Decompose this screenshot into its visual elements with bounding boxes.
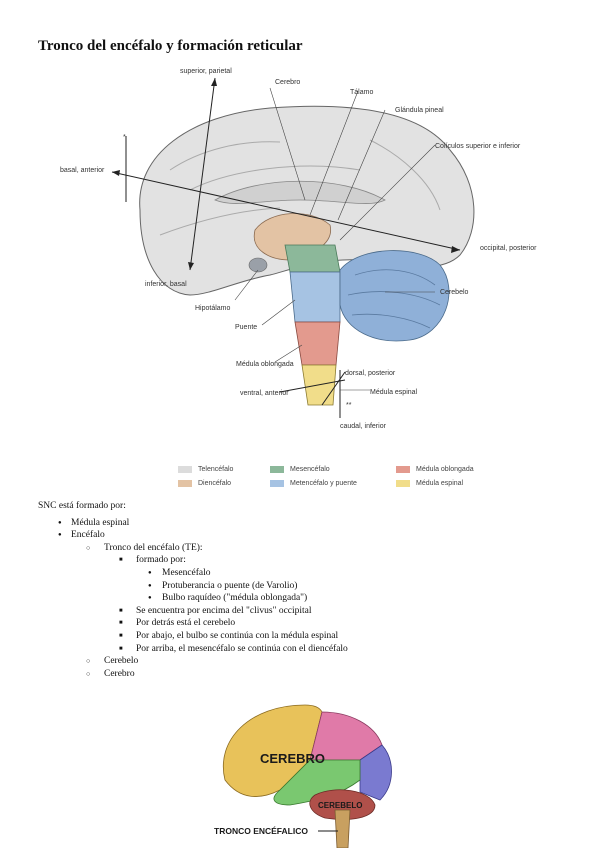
- medulla-oblongata-shape: [294, 321, 341, 366]
- legend-label: Médula oblongada: [416, 466, 474, 473]
- brainstem-shape: [334, 809, 351, 848]
- brain-lateral-diagram: CEREBRO CEREBELO TRONCO ENCÉFALICO: [214, 704, 392, 848]
- label-inferior-basal: inferior, basal: [145, 281, 187, 288]
- legend-label: Médula espinal: [416, 480, 464, 487]
- label-puente: Puente: [235, 324, 257, 331]
- label-basal-anterior: basal, anterior: [60, 167, 105, 174]
- list-item: Protuberancia o puente (de Varolio): [136, 580, 348, 593]
- legend-item-medula-oblongada: Médula oblongada: [396, 466, 474, 473]
- label-occipital-posterior: occipital, posterior: [480, 245, 537, 252]
- mesencephalon-shape: [284, 244, 341, 273]
- legend-item-mesencefalo: Mesencéfalo: [270, 466, 330, 473]
- occipital-lobe-shape: [359, 744, 392, 801]
- label-caudal-inferior: caudal, inferior: [340, 423, 387, 430]
- list-item: Por detrás está el cerebelo: [104, 617, 348, 630]
- label-cerebro: Cerebro: [275, 79, 300, 86]
- frontal-lobe-shape: [223, 704, 323, 797]
- list-item-text: Tronco del encéfalo (TE):: [104, 542, 203, 553]
- list-level-2: Tronco del encéfalo (TE): formado por: M…: [71, 542, 348, 681]
- legend-item-medula-espinal: Médula espinal: [396, 480, 463, 487]
- list-item: Bulbo raquídeo ("médula oblongada"): [136, 592, 348, 605]
- legend-item-telencefalo: Telencéfalo: [178, 466, 233, 473]
- legend-label: Mesencéfalo: [290, 466, 330, 473]
- list-item: formado por: Mesencéfalo Protuberancia o…: [104, 554, 348, 604]
- label-cerebelo: Cerebelo: [440, 289, 469, 296]
- legend-swatch: [178, 480, 192, 487]
- page-title: Tronco del encéfalo y formación reticula…: [38, 38, 303, 54]
- notes-section: SNC está formado por: Médula espinal Enc…: [38, 500, 348, 680]
- cerebrum-shape: [139, 105, 475, 296]
- legend-label: Telencéfalo: [198, 466, 234, 473]
- hypothalamus-shape: [248, 257, 268, 273]
- list-item: Tronco del encéfalo (TE): formado por: M…: [71, 542, 348, 655]
- list-item: Cerebro: [71, 668, 348, 681]
- label-ventral-anterior: ventral, anterior: [240, 390, 289, 397]
- notes-intro: SNC está formado por:: [38, 501, 126, 511]
- label-medula-oblongada: Médula oblongada: [236, 361, 294, 368]
- legend-swatch: [396, 466, 410, 473]
- list-item-text: Encéfalo: [71, 530, 105, 541]
- pons-shape: [289, 271, 341, 323]
- label-talamo: Tálamo: [350, 89, 373, 96]
- list-item: Encéfalo Tronco del encéfalo (TE): forma…: [38, 529, 348, 680]
- list-item: Mesencéfalo: [136, 567, 348, 580]
- label-medula-espinal: Médula espinal: [370, 389, 418, 396]
- cerebellum-lobe-shape: [309, 789, 376, 820]
- legend-swatch: [270, 480, 284, 487]
- label-dorsal-posterior: dorsal, posterior: [345, 370, 396, 377]
- label-cerebro-fig2: CEREBRO: [260, 751, 325, 766]
- label-glandula-pineal: Glándula pineal: [395, 107, 444, 114]
- temporal-lobe-shape: [273, 759, 361, 806]
- legend-swatch: [178, 466, 192, 473]
- list-item: Por arriba, el mesencéfalo se continúa c…: [104, 643, 348, 656]
- legend-label: Diencéfalo: [198, 480, 232, 487]
- legend-swatch: [270, 466, 284, 473]
- label-tronco-fig2: TRONCO ENCÉFALICO: [214, 826, 308, 836]
- label-star2: **: [346, 402, 352, 409]
- list-item: Cerebelo: [71, 655, 348, 668]
- cerebellum-shape: [339, 250, 450, 342]
- legend-label: Metencéfalo y puente: [290, 480, 357, 487]
- label-star1: *: [123, 134, 126, 141]
- list-level-1: Médula espinal Encéfalo Tronco del encéf…: [38, 517, 348, 681]
- label-cerebelo-fig2: CEREBELO: [318, 801, 362, 810]
- label-superior-parietal: superior, parietal: [180, 68, 232, 75]
- legend-item-diencefalo: Diencéfalo: [178, 480, 231, 487]
- label-hipotalamo: Hipotálamo: [195, 305, 231, 312]
- legend-swatch: [396, 480, 410, 487]
- list-item-text: formado por:: [136, 555, 186, 566]
- legend-item-metencefalo: Metencéfalo y puente: [270, 480, 357, 487]
- list-level-4: Mesencéfalo Protuberancia o puente (de V…: [136, 567, 348, 605]
- list-item: Médula espinal: [38, 517, 348, 530]
- list-item: Se encuentra por encima del "clivus" occ…: [104, 605, 348, 618]
- list-level-3: formado por: Mesencéfalo Protuberancia o…: [104, 554, 348, 655]
- brain-sagittal-diagram: superior, parietal Cerebro Tálamo Glándu…: [60, 68, 537, 430]
- label-coliculos: Colículos superior e inferior: [435, 143, 521, 150]
- list-item: Por abajo, el bulbo se continúa con la m…: [104, 630, 348, 643]
- figure-legend: Telencéfalo Diencéfalo Mesencéfalo Meten…: [178, 464, 518, 494]
